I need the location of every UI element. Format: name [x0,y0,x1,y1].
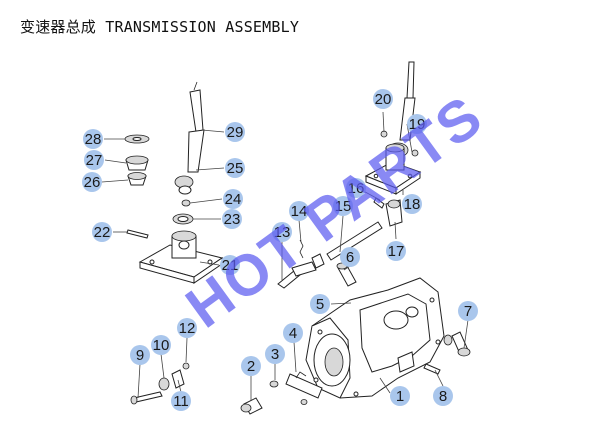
transmission-case [305,277,445,399]
cap-parts-26-28 [124,134,150,186]
bolt-7 [443,331,471,357]
part-label-20: 20 [373,89,393,109]
part-label-17: 17 [386,241,406,261]
bolt-3 [269,380,279,388]
svg-text:22: 22 [94,224,111,241]
pin-22 [126,229,149,239]
bracket-4 [285,371,323,405]
part-label-28: 28 [83,129,103,149]
svg-text:18: 18 [404,196,421,213]
svg-text:20: 20 [375,91,392,108]
part-label-25: 25 [225,158,245,178]
part-label-8: 8 [433,386,453,406]
svg-text:13: 13 [274,224,291,241]
part-label-1: 1 [390,386,410,406]
svg-text:23: 23 [224,211,241,228]
part-label-13: 13 [272,222,292,242]
part-label-15: 15 [333,196,353,216]
svg-text:19: 19 [409,116,426,133]
svg-text:28: 28 [85,131,102,148]
part-label-12: 12 [177,318,197,338]
fork-13-14 [277,239,325,289]
part-label-22: 22 [92,222,112,242]
part-label-9: 9 [130,345,150,365]
part-label-14: 14 [289,201,309,221]
svg-text:5: 5 [316,296,324,313]
part-label-16: 16 [346,178,366,198]
part-label-4: 4 [283,323,303,343]
part-label-6: 6 [340,247,360,267]
left-shift-tower [138,230,224,284]
part-label-18: 18 [402,194,422,214]
svg-text:24: 24 [225,191,242,208]
sensor-2 [240,397,263,415]
page-title: 变速器总成 TRANSMISSION ASSEMBLY [20,18,300,36]
svg-text:29: 29 [227,124,244,141]
part-label-27: 27 [84,150,104,170]
fork-16-17 [373,197,403,227]
svg-text:10: 10 [153,337,170,354]
svg-text:26: 26 [84,174,101,191]
part-label-23: 23 [222,209,242,229]
part-label-7: 7 [458,301,478,321]
svg-text:14: 14 [291,203,308,220]
svg-text:12: 12 [179,320,196,337]
part-label-29: 29 [225,122,245,142]
part-label-3: 3 [265,344,285,364]
svg-text:15: 15 [335,198,352,215]
leader-lines [101,111,469,400]
svg-text:9: 9 [136,347,144,364]
svg-text:17: 17 [388,243,405,260]
small-parts-23-24 [172,199,194,225]
part-label-26: 26 [82,172,102,192]
svg-text:7: 7 [464,303,472,320]
svg-text:6: 6 [346,249,354,266]
left-shift-lever [174,81,205,195]
svg-text:25: 25 [227,160,244,177]
parts-9-12 [130,362,190,405]
svg-text:2: 2 [247,358,255,375]
svg-text:21: 21 [222,257,239,274]
svg-text:3: 3 [271,346,279,363]
part-label-24: 24 [223,189,243,209]
part-label-2: 2 [241,356,261,376]
svg-text:16: 16 [348,180,365,197]
part-label-21: 21 [220,255,240,275]
part-8-screw [423,363,441,375]
svg-text:11: 11 [173,393,189,410]
part-label-19: 19 [407,114,427,134]
svg-text:1: 1 [396,388,404,405]
shift-rod-15 [326,221,383,261]
svg-text:4: 4 [289,325,297,342]
part-label-5: 5 [310,294,330,314]
svg-text:27: 27 [86,152,103,169]
right-shift-tower [364,143,422,195]
svg-text:8: 8 [439,388,447,405]
part-label-11: 11 [171,391,191,411]
part-label-10: 10 [151,335,171,355]
watermark-text: HOT PARTS [174,83,494,341]
